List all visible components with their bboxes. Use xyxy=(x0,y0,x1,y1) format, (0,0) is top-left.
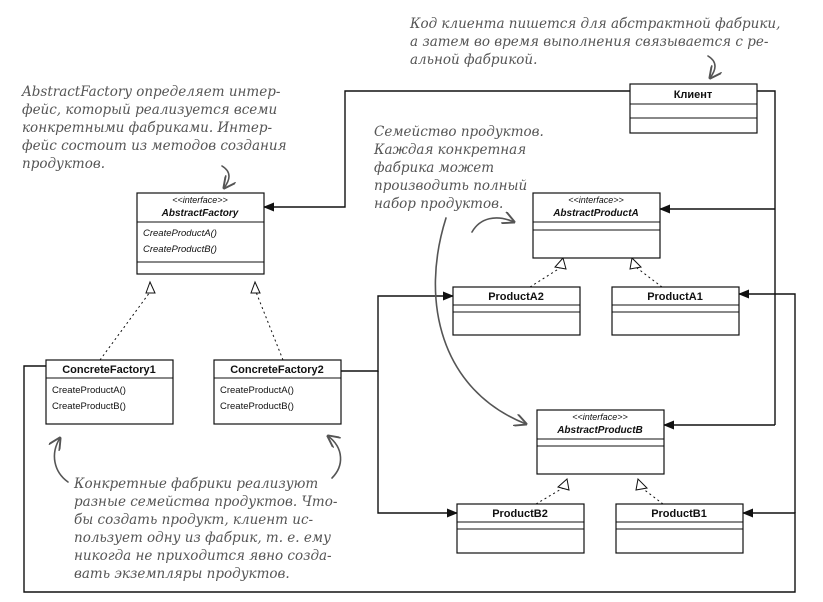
method-create-product-b: CreateProductB() xyxy=(143,244,217,255)
note-concrete-factories-line: никогда не приходится явно созда- xyxy=(74,548,332,564)
class-abstract-product-b-stereotype: <<interface>> xyxy=(572,412,628,422)
class-product-a1-name: ProductA1 xyxy=(647,291,703,303)
note-abstract-factory-arrow xyxy=(221,165,229,188)
note-client: Код клиента пишется для абстрактной фабр… xyxy=(409,16,780,78)
method-create-product-b: CreateProductB() xyxy=(220,401,294,412)
class-client-name: Клиент xyxy=(674,89,713,101)
note-product-family-line: фабрика может xyxy=(374,160,494,176)
note-concrete-factories-line: пользует одну из фабрик, т. е. ему xyxy=(74,530,331,546)
realization-head-product-b2 xyxy=(556,478,570,491)
class-product-b2: ProductB2 xyxy=(456,503,585,554)
class-abstract-product-b: <<interface>> AbstractProductB xyxy=(536,409,665,475)
class-abstract-factory-name: AbstractFactory xyxy=(161,208,239,219)
class-abstract-factory: <<interface>> AbstractFactory CreateProd… xyxy=(136,192,265,275)
note-abstract-factory-line: фейс, который реализуется всеми xyxy=(22,102,277,118)
class-abstract-product-b-name: AbstractProductB xyxy=(556,425,643,436)
connectors xyxy=(23,90,796,593)
note-concrete-factories-line: вать экземпляры продуктов. xyxy=(74,566,290,582)
note-product-family: Семейство продуктов. Каждая конкретная ф… xyxy=(373,124,544,424)
realization-head-factory2 xyxy=(250,280,261,294)
note-abstract-factory-line: AbstractFactory определяет интер- xyxy=(20,84,281,100)
note-abstract-factory-line: продуктов. xyxy=(22,156,105,172)
realization-factory2 xyxy=(255,291,284,361)
note-abstract-factory-line: фейс состоит из методов создания xyxy=(22,138,287,154)
class-product-a1: ProductA1 xyxy=(611,286,740,336)
note-concrete-factories-arrow-left xyxy=(54,438,69,483)
association-client-products-trunk xyxy=(757,90,776,425)
method-create-product-a: CreateProductA() xyxy=(52,385,126,396)
method-create-product-b: CreateProductB() xyxy=(52,401,126,412)
association-client-abstract-factory xyxy=(262,90,630,212)
class-abstract-product-a-stereotype: <<interface>> xyxy=(568,195,624,205)
note-client-arrow xyxy=(707,55,715,78)
note-concrete-factories-line: разные семейства продуктов. Что- xyxy=(74,494,338,510)
note-client-line: альной фабрикой. xyxy=(410,52,537,68)
class-product-a2-name: ProductA2 xyxy=(488,291,544,303)
class-abstract-product-a: <<interface>> AbstractProductA xyxy=(532,192,661,259)
class-abstract-factory-stereotype: <<interface>> xyxy=(172,195,228,205)
note-product-family-line: производить полный xyxy=(374,178,527,194)
realization-product-b1 xyxy=(641,487,664,505)
note-abstract-factory-line: конкретными фабриками. Интер- xyxy=(22,120,273,136)
method-create-product-a: CreateProductA() xyxy=(143,228,217,239)
note-product-family-arrow-a xyxy=(471,218,514,233)
realization-product-b2 xyxy=(535,487,564,505)
class-client: Клиент xyxy=(629,83,758,134)
class-concrete-factory1: ConcreteFactory1 CreateProductA() Create… xyxy=(45,359,174,425)
note-client-line: а затем во время выполнения связывается … xyxy=(410,34,769,50)
realization-head-product-a1 xyxy=(629,256,643,270)
class-product-b1-name: ProductB1 xyxy=(651,508,707,520)
note-concrete-factories-line: бы создать продукт, клиент ис- xyxy=(74,512,314,528)
class-product-b1: ProductB1 xyxy=(615,503,744,554)
method-create-product-a: CreateProductA() xyxy=(220,385,294,396)
note-abstract-factory: AbstractFactory определяет интер- фейс, … xyxy=(20,84,287,188)
note-client-line: Код клиента пишется для абстрактной фабр… xyxy=(409,16,780,32)
creates-factory1-b1 xyxy=(23,365,796,593)
creates-factory1-a1 xyxy=(737,289,796,513)
class-product-a2: ProductA2 xyxy=(452,286,581,336)
class-concrete-factory1-name: ConcreteFactory1 xyxy=(62,364,156,376)
note-product-family-line: Каждая конкретная xyxy=(373,142,526,158)
class-concrete-factory2-name: ConcreteFactory2 xyxy=(230,364,324,376)
note-product-family-arrow-b xyxy=(434,217,526,424)
class-concrete-factory2: ConcreteFactory2 CreateProductA() Create… xyxy=(213,359,342,425)
note-concrete-factories-arrow-right xyxy=(328,436,342,479)
note-concrete-factories: Конкретные фабрики реализуют разные семе… xyxy=(54,436,342,582)
class-abstract-product-a-name: AbstractProductA xyxy=(552,208,639,219)
realization-head-factory1 xyxy=(145,280,156,294)
realization-head-product-a2 xyxy=(554,256,567,270)
note-product-family-line: набор продуктов. xyxy=(374,196,503,212)
realization-factory1 xyxy=(99,291,151,361)
realization-product-a1 xyxy=(636,267,663,288)
realization-product-a2 xyxy=(529,267,561,288)
realization-head-product-b1 xyxy=(635,477,649,491)
class-product-b2-name: ProductB2 xyxy=(492,508,548,520)
creates-factory2-b2 xyxy=(377,371,459,518)
note-product-family-line: Семейство продуктов. xyxy=(374,124,544,140)
creates-factory2-a2 xyxy=(341,291,455,372)
note-concrete-factories-line: Конкретные фабрики реализуют xyxy=(73,476,318,492)
